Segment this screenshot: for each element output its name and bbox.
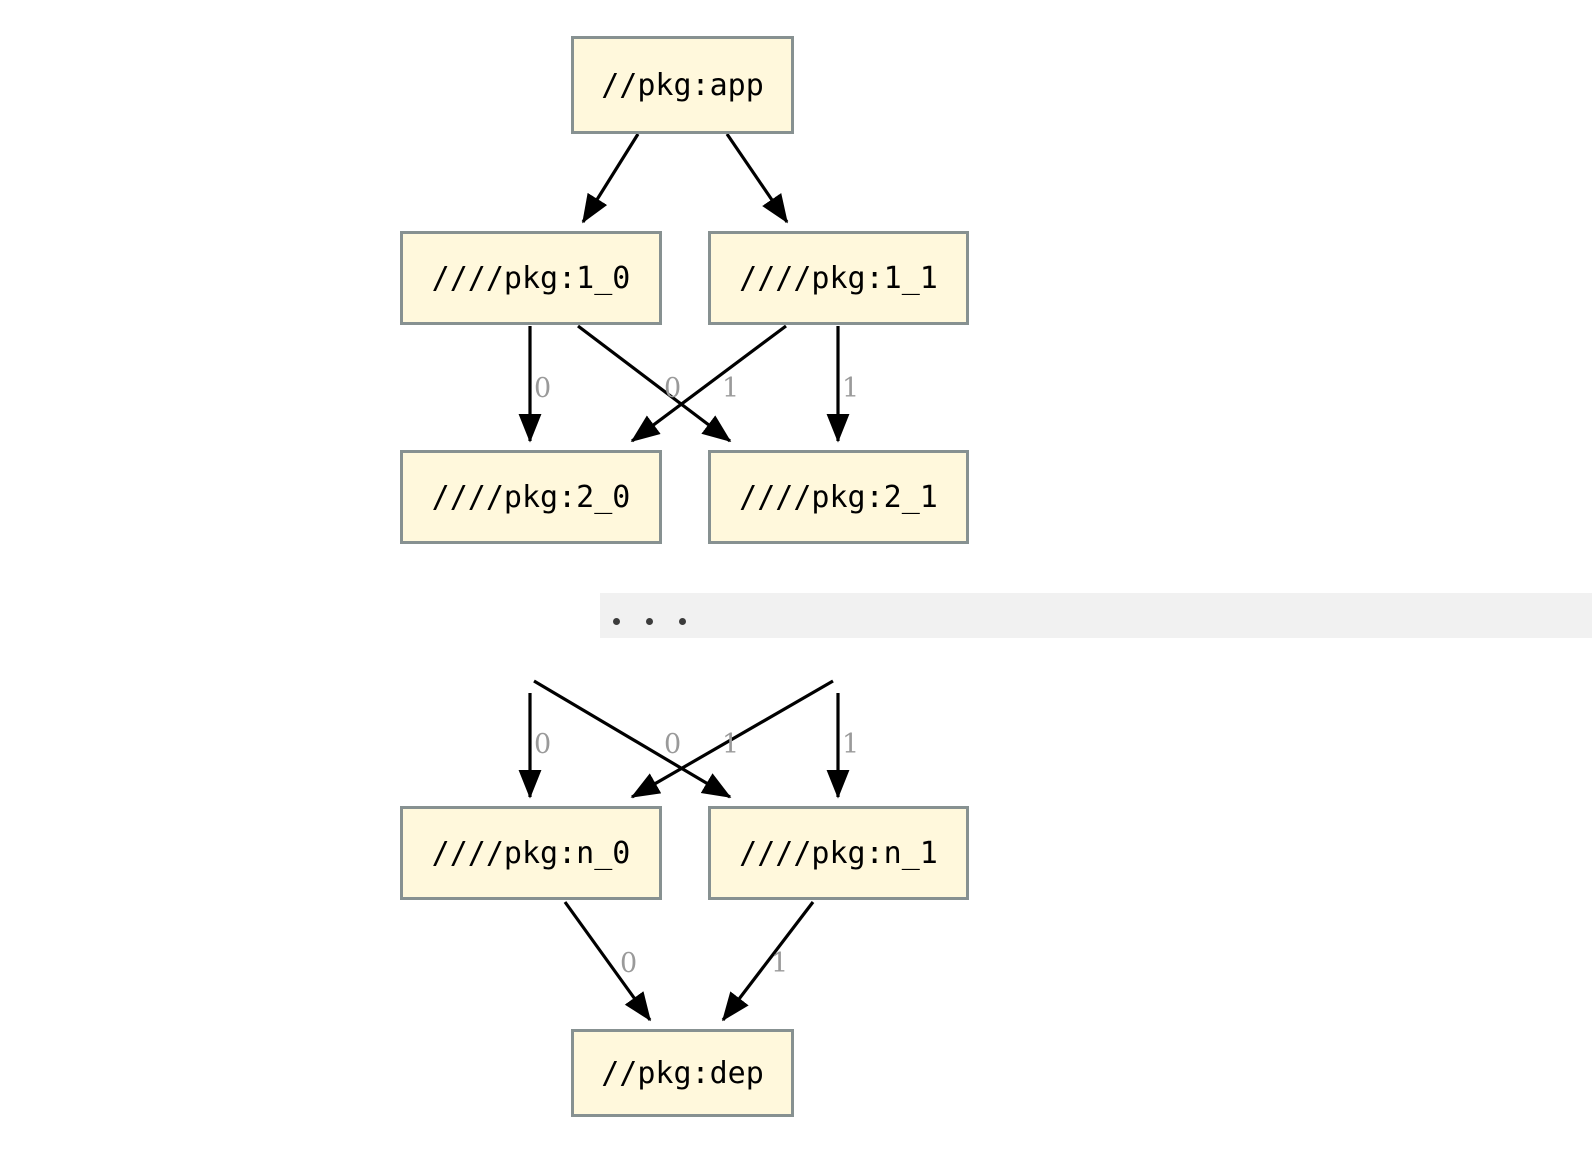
graph-node-label: //pkg:dep (601, 1055, 764, 1091)
graph-edge-label: 1 (842, 729, 860, 760)
graph-node-label: ////pkg:2_0 (431, 479, 631, 515)
graph-node-n1_1[interactable]: ////pkg:1_1 (708, 231, 969, 325)
graph-node-n2_0[interactable]: ////pkg:2_0 (400, 450, 662, 544)
graph-edge-label: 0 (620, 948, 638, 979)
graph-edge-app-to-n1_0 (581, 133, 640, 224)
graph-edge-label: 0 (534, 729, 552, 760)
graph-node-n2_1[interactable]: ////pkg:2_1 (708, 450, 969, 544)
graph-node-label: ////pkg:1_0 (431, 260, 631, 296)
graph-edge-label: 1 (722, 373, 740, 404)
graph-node-label: ////pkg:1_1 (739, 260, 938, 296)
edges-group (518, 133, 850, 1022)
graph-edge-implied-to-nn_1 (533, 679, 732, 799)
graph-edge-app-to-n1_1 (725, 133, 789, 224)
graph-edge-implied-to-nn_0 (630, 679, 834, 799)
ellipsis-dot (613, 618, 620, 625)
graph-node-label: ////pkg:n_0 (431, 835, 631, 871)
graph-edge-label: 1 (771, 948, 789, 979)
graph-edge-nn_0-to-dep (563, 901, 652, 1022)
ellipsis-dot (646, 618, 653, 625)
graph-node-n1_0[interactable]: ////pkg:1_0 (400, 231, 662, 325)
graph-edge-nn_1-to-dep (721, 901, 815, 1022)
ellipsis-dots (613, 618, 686, 625)
graph-node-nn_0[interactable]: ////pkg:n_0 (400, 806, 662, 900)
graph-edge-label: 0 (534, 373, 552, 404)
graph-node-app[interactable]: //pkg:app (571, 36, 794, 134)
graph-node-nn_1[interactable]: ////pkg:n_1 (708, 806, 969, 900)
graph-edge-label: 1 (842, 373, 860, 404)
graph-edge-label: 0 (664, 373, 682, 404)
ellipsis-truncation-band (600, 593, 1592, 638)
graph-edge-n1_1-to-n2_0 (630, 324, 787, 443)
graph-node-label: //pkg:app (601, 67, 764, 103)
graph-edge-label: 0 (664, 729, 682, 760)
graph-node-label: ////pkg:2_1 (739, 479, 938, 515)
graph-node-dep[interactable]: //pkg:dep (571, 1029, 794, 1117)
graph-node-label: ////pkg:n_1 (739, 835, 938, 871)
graph-edge-label: 1 (722, 729, 740, 760)
ellipsis-dot (679, 618, 686, 625)
graph-edge-n1_0-to-n2_1 (577, 324, 732, 443)
